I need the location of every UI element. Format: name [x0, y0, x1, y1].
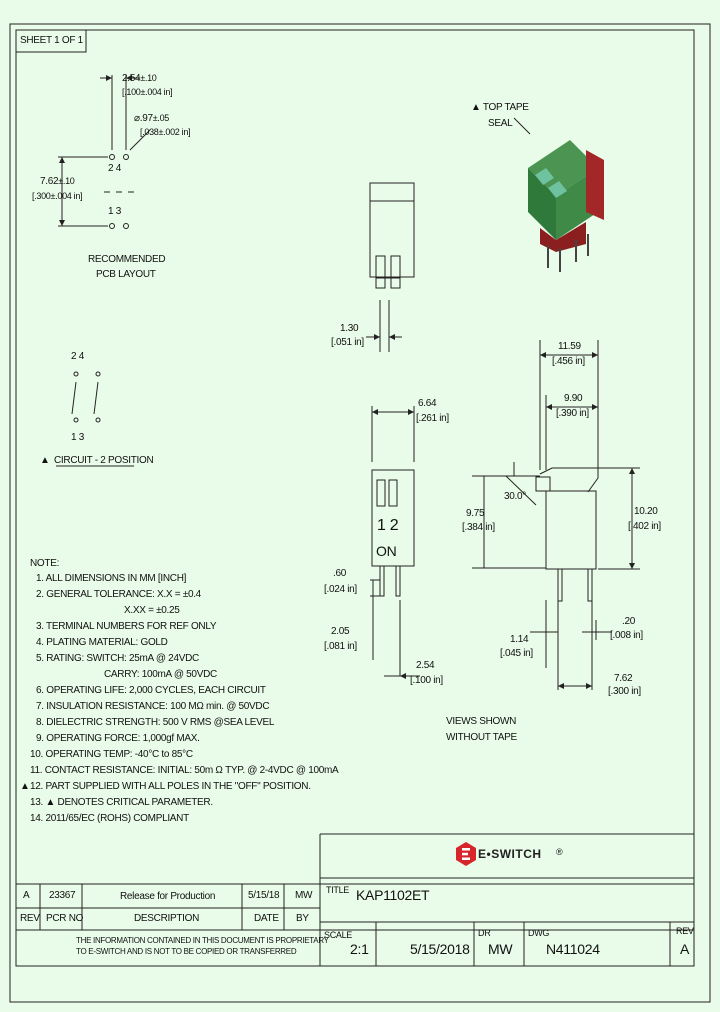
note-item: 11. CONTACT RESISTANCE: INITIAL: 50m Ω T…	[30, 765, 339, 776]
note-item: 3. TERMINAL NUMBERS FOR REF ONLY	[36, 621, 217, 632]
profile-dim-b: 9.90	[564, 393, 583, 404]
front-pitch-inch: [.100 in]	[410, 675, 443, 686]
front-len-dim: 2.05	[331, 626, 350, 637]
note-item: 7. INSULATION RESISTANCE: 100 MΩ min. @ …	[36, 701, 270, 712]
dr-label: DR	[478, 928, 491, 938]
pcb-row-inch: [.300±.004 in]	[32, 191, 83, 201]
pcb-pitch-tol: ±.10	[140, 73, 157, 83]
profile-dim-p: 1.14	[510, 634, 529, 645]
profile-dim-t: .20	[622, 616, 636, 627]
dwg-label: DWG	[528, 928, 550, 938]
front-pin-dim: .60	[333, 568, 347, 579]
pcb-pins-top: 2 4	[108, 163, 122, 174]
note-item: 5. RATING: SWITCH: 25mA @ 24VDC	[36, 653, 199, 664]
rev-value: A	[23, 890, 30, 901]
note-item: 2. GENERAL TOLERANCE: X.X = ±0.4	[36, 589, 201, 600]
switch-on-label: ON	[376, 543, 397, 559]
pcb-row-tol: ±.10	[58, 176, 75, 186]
views-note-line1: VIEWS SHOWN	[446, 716, 517, 727]
sheet-label: SHEET 1 OF 1	[20, 35, 83, 46]
rev-header-by: BY	[296, 913, 309, 924]
brand-registered-mark: ®	[556, 847, 563, 857]
drawing-date: 5/15/2018	[410, 941, 470, 957]
side-dim-inch: [.051 in]	[331, 337, 364, 348]
pcb-hole-inch: [.038±.002 in]	[140, 127, 191, 137]
pcb-pins-bottom: 1 3	[108, 206, 122, 217]
rev-header-rev: REV	[20, 913, 40, 924]
pcr-value: 23367	[49, 890, 76, 901]
front-pin-inch: [.024 in]	[324, 584, 357, 595]
pcb-row-value: 7.62	[40, 176, 59, 187]
pcb-caption-line2: PCB LAYOUT	[96, 269, 156, 280]
note-item: 12. PART SUPPLIED WITH ALL POLES IN THE …	[30, 781, 311, 792]
profile-dim-b-inch: [.390 in]	[556, 408, 589, 419]
side-dim: 1.30	[340, 323, 359, 334]
title-label: TITLE	[326, 885, 350, 895]
iso-label-line1: ▲ TOP TAPE	[471, 102, 529, 113]
dr-value: MW	[488, 941, 513, 957]
circuit-marker: ▲	[40, 455, 50, 466]
component-iso-render	[513, 117, 604, 272]
rev-label: REV	[676, 926, 694, 936]
pcb-pitch-value: 2.54	[122, 73, 141, 84]
dwg-number: N411024	[546, 941, 600, 957]
profile-angle: 30.0°	[504, 491, 526, 502]
e-switch-logo-icon	[456, 842, 476, 866]
notes-title: NOTE:	[30, 558, 60, 569]
views-note-line2: WITHOUT TAPE	[446, 732, 517, 743]
note-item: 4. PLATING MATERIAL: GOLD	[36, 637, 168, 648]
profile-dim-a: 11.59	[558, 341, 581, 352]
rev-by: MW	[295, 890, 313, 901]
switch-numbers: 1 2	[377, 517, 399, 534]
rev-description: Release for Production	[120, 891, 216, 902]
profile-dim-r-inch: [.300 in]	[608, 686, 641, 697]
iso-label-line2: SEAL	[488, 118, 513, 129]
proprietary-line1: THE INFORMATION CONTAINED IN THIS DOCUME…	[76, 936, 329, 945]
rev-date: 5/15/18	[248, 890, 280, 901]
scale-value: 2:1	[350, 941, 369, 957]
brand-name: E•SWITCH	[478, 847, 542, 861]
rev-header-date: DATE	[254, 913, 279, 924]
title-rev-value: A	[680, 941, 690, 957]
profile-dim-r: 7.62	[614, 673, 633, 684]
proprietary-line2: TO E-SWITCH AND IS NOT TO BE COPIED OR T…	[76, 947, 297, 956]
front-len-inch: [.081 in]	[324, 641, 357, 652]
note-12-marker: ▲	[20, 781, 30, 792]
e-switch-logo: E•SWITCH ®	[456, 842, 566, 866]
circuit-pins-bottom: 1 3	[71, 432, 85, 443]
part-title: KAP1102ET	[356, 887, 430, 903]
note-item: 6. OPERATING LIFE: 2,000 CYCLES, EACH CI…	[36, 685, 266, 696]
scale-label: SCALE	[324, 930, 353, 940]
note-item: 9. OPERATING FORCE: 1,000gf MAX.	[36, 733, 200, 744]
profile-dim-t-inch: [.008 in]	[610, 630, 643, 641]
note-item: X.XX = ±0.25	[124, 605, 180, 616]
profile-dim-c-inch: [.384 in]	[462, 522, 495, 533]
pcb-pitch-inch: [.100±.004 in]	[122, 87, 173, 97]
circuit-pins-top: 2 4	[71, 351, 85, 362]
pcb-row-dim: 7.62±.10	[40, 175, 75, 188]
profile-dim-a-inch: [.456 in]	[552, 356, 585, 367]
pcb-caption-line1: RECOMMENDED	[88, 254, 166, 265]
note-item: 1. ALL DIMENSIONS IN MM [INCH]	[36, 573, 187, 584]
circuit-caption: CIRCUIT - 2 POSITION	[54, 455, 154, 466]
front-width-inch: [.261 in]	[416, 413, 449, 424]
note-item: 10. OPERATING TEMP: -40°C to 85°C	[30, 749, 193, 760]
pcb-hole-value: ⌀.97	[134, 113, 153, 124]
rev-header-pcr: PCR NO	[46, 913, 84, 924]
profile-dim-h-inch: [.402 in]	[628, 521, 661, 532]
note-item: 14. 2011/65/EC (ROHS) COMPLIANT	[30, 813, 189, 824]
pcb-hole-tol: ±.05	[152, 113, 170, 123]
rev-header-desc: DESCRIPTION	[134, 913, 200, 924]
profile-dim-c: 9.75	[466, 508, 485, 519]
profile-dim-h: 10.20	[634, 506, 658, 517]
note-item: CARRY: 100mA @ 50VDC	[104, 669, 217, 680]
note-item: 13. ▲ DENOTES CRITICAL PARAMETER.	[30, 797, 213, 808]
front-pitch-dim: 2.54	[416, 660, 435, 671]
note-item: 8. DIELECTRIC STRENGTH: 500 V RMS @SEA L…	[36, 717, 275, 728]
pcb-hole-dim: ⌀.97±.05	[134, 112, 169, 125]
pcb-pitch-dim: 2.54±.10	[122, 72, 157, 85]
front-width-dim: 6.64	[418, 398, 437, 409]
profile-dim-p-inch: [.045 in]	[500, 648, 533, 659]
